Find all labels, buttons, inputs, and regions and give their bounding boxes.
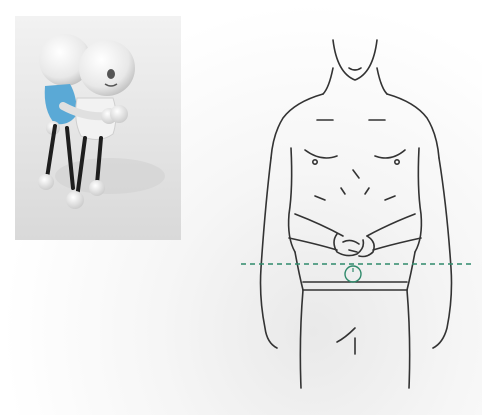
torso-outline-drawing	[225, 38, 480, 413]
anatomy-diagram	[225, 38, 480, 413]
inset-photo	[15, 16, 181, 240]
victim-eye	[107, 69, 115, 79]
heimlich-figures-icon	[15, 16, 181, 240]
victim-head	[79, 40, 135, 96]
